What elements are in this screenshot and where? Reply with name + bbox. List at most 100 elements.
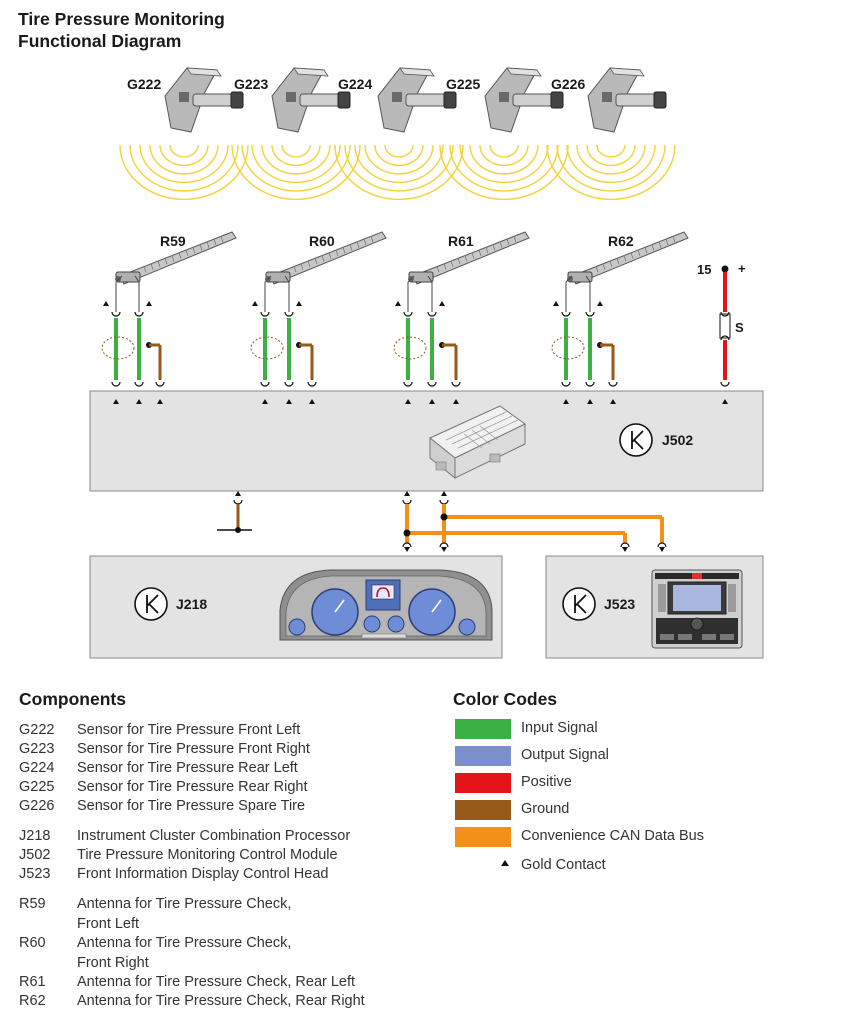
gold-contact <box>395 301 401 306</box>
wave-arc <box>159 144 209 167</box>
shield-oval <box>393 336 427 360</box>
connector <box>720 311 730 317</box>
terminal-plus-label: + <box>738 261 746 276</box>
antenna-label-r59: R59 <box>160 233 186 249</box>
connector <box>561 311 571 317</box>
title-line-2: Functional Diagram <box>18 31 182 51</box>
terminal-15-label: 15 <box>697 262 711 277</box>
wire <box>585 275 591 283</box>
gold-contact <box>622 547 628 552</box>
component-description: Front Information Display Control Head <box>77 866 329 882</box>
gold-contact <box>235 491 241 496</box>
component-code: G223 <box>19 741 55 757</box>
wave-arc <box>364 144 434 175</box>
wave-arc <box>139 144 229 184</box>
connector <box>561 381 571 387</box>
component-description: Sensor for Tire Pressure Rear Left <box>77 760 298 776</box>
wave-arc <box>374 144 424 167</box>
gold-contact <box>441 547 447 552</box>
connector <box>439 499 449 505</box>
wire <box>284 275 290 283</box>
wave-arc <box>281 144 311 158</box>
wave-arc <box>596 144 626 158</box>
wiring <box>101 265 731 552</box>
connector <box>620 542 630 548</box>
wave-arc <box>469 144 539 175</box>
wave-arc <box>344 144 454 192</box>
k-symbol <box>134 587 168 621</box>
instrument-cluster-icon <box>279 569 493 641</box>
connector <box>134 311 144 317</box>
component-description: Sensor for Tire Pressure Front Right <box>77 741 310 757</box>
color-swatch <box>455 773 511 793</box>
gold-contact <box>610 399 616 404</box>
component-code: G224 <box>19 760 55 776</box>
antenna-icon <box>408 231 530 285</box>
k-symbol <box>619 423 653 457</box>
wave-group <box>334 144 464 201</box>
connector <box>111 311 121 317</box>
wave-arc <box>241 144 351 192</box>
wave-arc <box>129 144 239 192</box>
antenna-icon <box>567 231 689 285</box>
component-code: R59 <box>19 896 46 912</box>
sensor-icon <box>587 67 667 133</box>
wave-arc <box>354 144 444 184</box>
wave-arc <box>119 144 249 201</box>
gold-contact-icon <box>501 860 509 866</box>
gold-contact <box>113 399 119 404</box>
gold-contact <box>453 399 459 404</box>
color-code-label: Ground <box>521 801 570 817</box>
k-symbol <box>562 587 596 621</box>
wave-arc <box>449 144 559 192</box>
component-code: J218 <box>19 828 51 844</box>
connector <box>134 381 144 387</box>
gold-contact <box>563 399 569 404</box>
gold-contact <box>553 301 559 306</box>
wave-arc <box>334 144 464 201</box>
color-swatch <box>455 827 511 847</box>
connector <box>585 311 595 317</box>
wave-arc <box>556 144 666 192</box>
sensor-label-g223: G223 <box>234 76 268 92</box>
wave-arc <box>439 144 569 201</box>
gold-contact <box>309 399 315 404</box>
connector <box>260 311 270 317</box>
sensor-label-g224: G224 <box>338 76 372 92</box>
shield-oval <box>250 336 284 360</box>
color-swatch <box>455 746 511 766</box>
wire <box>264 275 272 283</box>
wave-arc <box>169 144 199 158</box>
gold-contact <box>429 399 435 404</box>
functional-diagram: G222 G223 G224 G225 G226 R59 R60 R61 R62… <box>89 67 764 659</box>
shield-oval <box>101 336 135 360</box>
gold-contact <box>587 399 593 404</box>
component-code: G222 <box>19 722 55 738</box>
gold-contact <box>441 491 447 496</box>
connector <box>260 381 270 387</box>
wire <box>134 275 140 283</box>
fuse-label: S <box>735 320 744 335</box>
components-heading: Components <box>19 689 126 709</box>
sensor-label-g222: G222 <box>127 76 161 92</box>
wave-arc <box>546 144 676 201</box>
component-description: Antenna for Tire Pressure Check, Rear Ri… <box>77 993 365 1009</box>
antenna-icon <box>265 231 387 285</box>
fuse <box>719 313 731 339</box>
antennas <box>115 231 689 285</box>
j523-label: J523 <box>604 596 635 612</box>
junction-dot <box>440 513 448 521</box>
color-code-label: Input Signal <box>521 720 598 736</box>
wire <box>427 275 433 283</box>
sensor-icon <box>271 67 351 133</box>
gold-contact <box>146 301 152 306</box>
wave-arc <box>149 144 219 175</box>
junction-dot <box>403 529 411 537</box>
connector <box>307 381 317 387</box>
component-code: J502 <box>19 847 51 863</box>
wave-arc <box>576 144 646 175</box>
antenna-label-r62: R62 <box>608 233 634 249</box>
connector <box>585 381 595 387</box>
connector <box>608 381 618 387</box>
connector <box>403 311 413 317</box>
